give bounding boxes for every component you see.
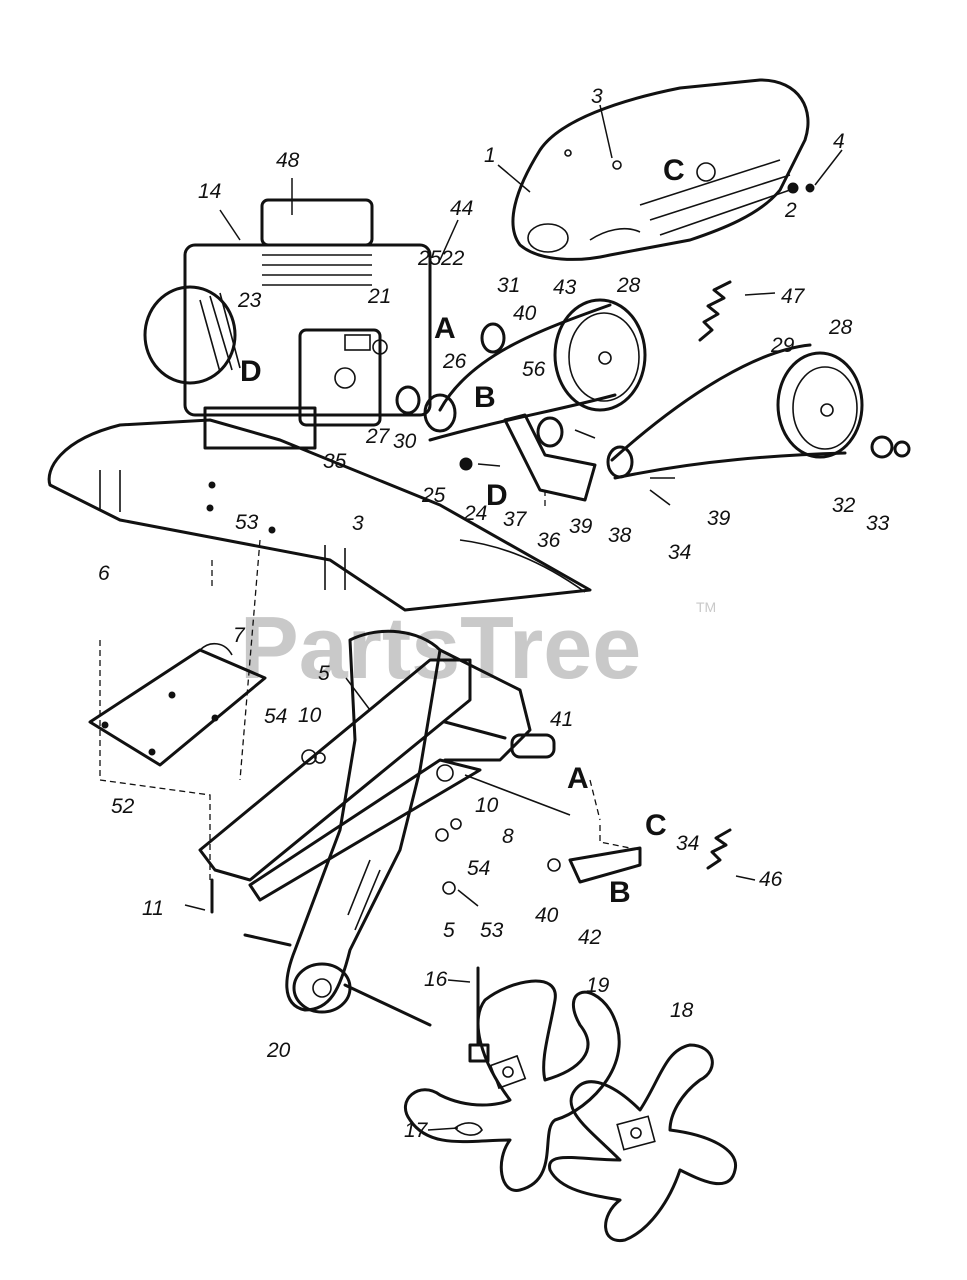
part-label-43: 43 [553, 276, 577, 299]
tine-outer [548, 1043, 737, 1242]
part-label-54a: 54 [264, 705, 287, 728]
part-label-8: 8 [502, 825, 514, 848]
part-label-30: 30 [393, 430, 417, 453]
part-label-1: 1 [484, 144, 496, 167]
drive-belts [428, 303, 847, 480]
ref-letter-D-left: D [240, 355, 262, 388]
part-label-39a: 39 [569, 515, 593, 538]
part-label-5a: 5 [318, 662, 330, 685]
part-label-53b: 53 [480, 919, 504, 942]
part-label-48: 48 [276, 149, 300, 172]
ref-letter-D-right: D [486, 479, 508, 512]
skid-plate [88, 642, 267, 767]
part-label-25b: 25 [421, 484, 446, 507]
tine-inner [403, 979, 621, 1192]
part-label-37: 37 [503, 508, 528, 531]
part-label-2: 2 [784, 199, 797, 222]
part-label-42: 42 [578, 926, 602, 949]
large-pulley-upper [553, 298, 647, 412]
part-label-10b: 10 [475, 794, 499, 817]
part-label-20: 20 [266, 1039, 291, 1062]
part-label-23: 23 [237, 289, 262, 312]
part-label-7: 7 [233, 624, 246, 647]
part-label-6: 6 [98, 562, 110, 585]
part-label-52: 52 [111, 795, 135, 818]
part-label-53a: 53 [235, 511, 259, 534]
part-label-34b: 34 [676, 832, 699, 855]
handle-frame [198, 648, 532, 902]
ref-letter-C-lower: C [645, 809, 667, 842]
part-label-11: 11 [142, 897, 164, 920]
idler-bracket [459, 413, 597, 502]
small-pulleys [395, 322, 634, 479]
part-label-29: 29 [770, 334, 795, 357]
watermark-trademark: TM [696, 599, 716, 615]
part-label-3b: 3 [352, 512, 364, 535]
large-pulley-lower [776, 351, 864, 459]
part-label-36: 36 [537, 529, 561, 552]
leader-lines [184, 104, 843, 1131]
part-label-4: 4 [833, 130, 845, 153]
ref-letter-B-upper: B [474, 381, 496, 414]
belt-cover [511, 78, 810, 261]
ref-letter-C-upper: C [663, 154, 685, 187]
part-label-56: 56 [522, 358, 546, 381]
part-label-17: 17 [404, 1119, 429, 1142]
part-label-41: 41 [550, 708, 573, 731]
part-label-34a: 34 [668, 541, 691, 564]
tine-hardware [453, 966, 483, 1136]
part-label-44: 44 [450, 197, 473, 220]
part-label-39b: 39 [707, 507, 731, 530]
part-label-10a: 10 [298, 704, 322, 727]
part-label-28a: 28 [616, 274, 641, 297]
part-label-19: 19 [586, 974, 610, 997]
part-label-32: 32 [832, 494, 856, 517]
part-label-33: 33 [866, 512, 890, 535]
part-label-27: 27 [365, 425, 391, 448]
part-label-35: 35 [323, 450, 347, 473]
assembly-guides [99, 490, 641, 880]
part-label-24: 24 [463, 502, 487, 525]
part-label-25a: 25 [417, 247, 442, 270]
hardware-right [574, 182, 911, 506]
part-label-46: 46 [759, 868, 783, 891]
part-label-18: 18 [670, 999, 694, 1022]
ref-letter-B-lower: B [609, 876, 631, 909]
part-label-31: 31 [497, 274, 520, 297]
ref-letter-A-lower: A [567, 762, 589, 795]
part-label-14: 14 [198, 180, 221, 203]
springs [698, 280, 732, 870]
ref-letter-A-upper: A [434, 312, 456, 345]
part-label-26: 26 [442, 350, 467, 373]
part-label-38: 38 [608, 524, 632, 547]
part-label-16: 16 [424, 968, 448, 991]
part-label-40a: 40 [513, 302, 537, 325]
axle-parts [210, 720, 642, 914]
part-label-28b: 28 [828, 316, 853, 339]
tine-shield [47, 418, 592, 612]
part-label-40b: 40 [535, 904, 559, 927]
part-label-54b: 54 [467, 857, 490, 880]
watermark: PartsTree [240, 598, 641, 697]
part-label-3a: 3 [591, 85, 603, 108]
part-label-21: 21 [367, 285, 391, 308]
part-label-5b: 5 [443, 919, 455, 942]
part-label-22: 22 [440, 247, 465, 270]
engine [143, 198, 432, 450]
part-label-47: 47 [781, 285, 806, 308]
